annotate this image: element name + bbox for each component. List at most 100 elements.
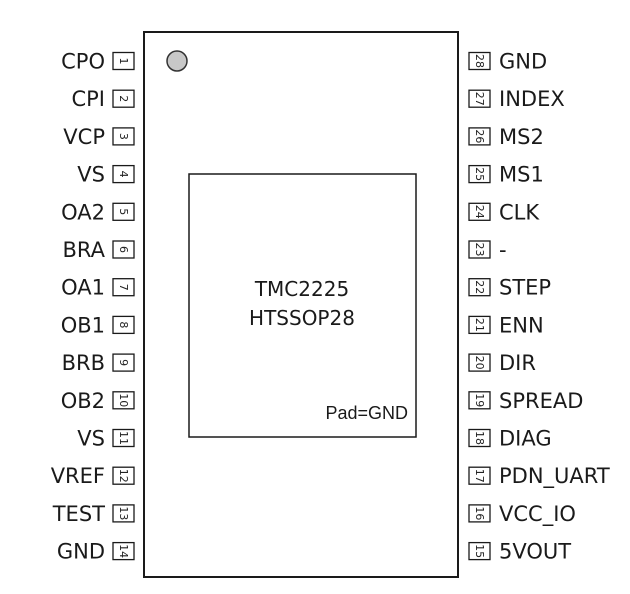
pin-box — [112, 315, 135, 335]
pin-name: OA1 — [61, 276, 105, 300]
pin1-marker — [166, 50, 188, 72]
pin-name: MS2 — [499, 125, 544, 149]
chip-part-number: TMC2225 — [254, 277, 349, 301]
pin-23: 23- — [468, 238, 507, 262]
pin-number: 22 — [473, 280, 486, 294]
pin-box — [112, 164, 135, 184]
pin-box — [468, 315, 491, 335]
pin-number: 7 — [117, 284, 130, 291]
pin-9: 9 BRB — [62, 351, 135, 375]
pin-26: 26 MS2 — [468, 125, 544, 149]
pin-name: GND — [57, 540, 105, 564]
pin-name: GND — [499, 50, 547, 74]
pin-number: 28 — [473, 54, 486, 68]
pin-box — [112, 504, 135, 523]
pin-box — [468, 89, 491, 108]
pad-label: Pad=GND — [325, 403, 408, 423]
pin-number: 9 — [117, 359, 130, 366]
pin-box — [112, 466, 135, 485]
pin-number: 8 — [117, 321, 130, 328]
pin-box — [468, 51, 491, 71]
pin-number: 19 — [473, 393, 486, 407]
pin-15: 15 5VOUT — [468, 540, 571, 564]
pin-name: PDN_UART — [499, 464, 610, 489]
pin-name: 5VOUT — [499, 540, 571, 564]
pin-name: TEST — [52, 502, 105, 526]
pin-name: CLK — [499, 200, 540, 224]
pin-number: 21 — [473, 318, 486, 332]
pin-10: 10 OB2 — [61, 389, 135, 413]
pin-box — [112, 51, 135, 71]
pin-number: 6 — [117, 246, 130, 253]
pin-name: MS1 — [499, 163, 544, 187]
pin-25: 25 MS1 — [468, 163, 544, 187]
pin-box — [468, 353, 491, 372]
pin-box — [112, 89, 135, 108]
pin-name: OB1 — [61, 313, 105, 337]
pin-4: 4 VS — [77, 163, 135, 187]
pin-box — [112, 353, 135, 372]
pin-7: 7 OA1 — [61, 276, 135, 300]
pin-3: 3 VCP — [63, 125, 135, 149]
pin-box — [112, 127, 135, 146]
pin-name: - — [499, 238, 507, 262]
pin-name: STEP — [499, 276, 551, 300]
pin-19: 19 SPREAD — [468, 389, 583, 413]
pin-name: VS — [77, 427, 105, 451]
pin-box — [468, 504, 491, 523]
pin-13: 13 TEST — [52, 502, 135, 526]
pin-name: DIR — [499, 351, 536, 375]
pin-name: VREF — [51, 464, 105, 488]
pin-box — [468, 391, 491, 410]
pin-name: VS — [77, 163, 105, 187]
pin-number: 4 — [117, 171, 130, 178]
chip-package: HTSSOP28 — [249, 306, 355, 330]
pin-name: VCC_IO — [499, 502, 576, 527]
pin-box — [468, 240, 491, 259]
pin-number: 25 — [473, 167, 486, 181]
left-pin-column: 1CPO2CPI3VCP4VS5OA26BRA7OA18OB19BRB10OB2… — [51, 50, 135, 564]
pin-20: 20 DIR — [468, 351, 536, 375]
pin-24: 24 CLK — [468, 200, 540, 224]
pin-box — [468, 202, 491, 221]
pin-box — [112, 240, 135, 259]
exposed-pad — [188, 173, 417, 438]
pin-number: 13 — [117, 506, 130, 520]
pin-number: 27 — [473, 92, 486, 106]
pin-box — [468, 164, 491, 184]
pin-number: 15 — [473, 544, 486, 558]
pin-21: 21 ENN — [468, 313, 544, 337]
pin-name: CPI — [71, 87, 105, 111]
pin-number: 26 — [473, 129, 486, 143]
pin-name: VCP — [63, 125, 105, 149]
pin-5: 5 OA2 — [61, 200, 135, 224]
pin-name: DIAG — [499, 427, 552, 451]
pin-number: 24 — [473, 205, 486, 219]
pin-name: ENN — [499, 313, 544, 337]
pin-number: 5 — [117, 208, 130, 215]
pin-name: OB2 — [61, 389, 105, 413]
pin-number: 23 — [473, 243, 486, 257]
pin-number: 17 — [473, 469, 486, 483]
pin-box — [468, 428, 491, 448]
pin-number: 3 — [117, 133, 130, 140]
pin-22: 22 STEP — [468, 276, 551, 300]
pin-box — [112, 391, 135, 410]
pin-number: 20 — [473, 356, 486, 370]
pin-box — [468, 466, 491, 485]
pin-17: 17 PDN_UART — [468, 464, 610, 489]
pin-name: BRB — [62, 351, 105, 375]
pin-number: 12 — [117, 469, 130, 483]
pin-28: 28 GND — [468, 50, 547, 74]
pin-number: 10 — [117, 393, 130, 407]
pin-number: 1 — [117, 58, 130, 65]
pin-name: SPREAD — [499, 389, 583, 413]
pin-name: OA2 — [61, 200, 105, 224]
